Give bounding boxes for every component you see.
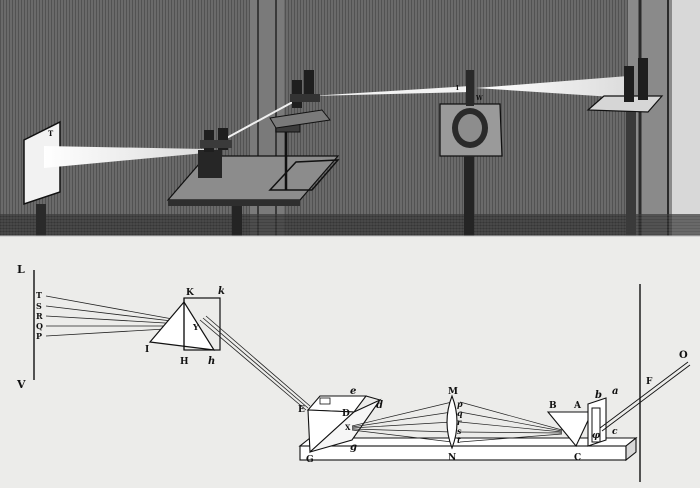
engraving-screen: T — [23, 120, 61, 236]
engraving-lens-label-1: I — [456, 85, 459, 92]
beam-to-screen — [44, 146, 205, 168]
rays-prism-to-lens — [351, 401, 453, 443]
label-q: q — [457, 408, 463, 418]
engraving-table-left — [166, 109, 340, 236]
label-D: D — [342, 409, 350, 419]
beam-lens-right — [310, 86, 470, 96]
label-K: K — [186, 288, 195, 298]
label-g: g — [350, 442, 357, 453]
label-c: c — [612, 427, 618, 437]
label-O: O — [679, 350, 688, 361]
label-T: T — [36, 290, 42, 300]
base-plank — [298, 436, 638, 462]
label-R: R — [36, 311, 43, 321]
label-H: H — [180, 357, 189, 367]
label-N: N — [448, 453, 456, 463]
label-M: M — [448, 387, 458, 397]
label-b: b — [595, 390, 602, 401]
engraving-screen-label: T — [48, 129, 54, 138]
engraving-window-shelf — [586, 58, 664, 236]
label-G: G — [306, 455, 314, 465]
engraving-room-scene: T — [0, 0, 700, 236]
beam-window — [476, 76, 628, 98]
label-P: P — [36, 331, 42, 341]
label-S: S — [36, 301, 42, 311]
label-I: I — [145, 345, 149, 355]
engraving-lens-label-2: W — [475, 95, 483, 102]
label-r: r — [457, 417, 462, 427]
label-t: t — [457, 435, 461, 445]
label-p: p — [457, 399, 463, 409]
lens-MN: M N p q r s t — [446, 387, 463, 463]
label-B: B — [549, 401, 557, 411]
label-k: k — [218, 286, 225, 297]
label-A: A — [573, 401, 582, 411]
first-prism: B A b a C φ c — [546, 386, 618, 463]
label-E: E — [298, 405, 305, 415]
label-X: X — [345, 423, 351, 432]
label-V: V — [16, 378, 26, 391]
engraving-prism-stand-middle — [290, 70, 320, 108]
label-Y: Y — [192, 322, 199, 332]
label-F: F — [646, 377, 653, 387]
sun-ray — [599, 361, 691, 432]
label-Q: Q — [36, 321, 43, 331]
beam-third-to-second — [199, 315, 311, 411]
label-phi: φ — [592, 431, 601, 441]
label-s: s — [457, 426, 462, 436]
rays-to-screen — [45, 295, 183, 337]
ray-diagram: L V T S R Q P K k Y I H h — [16, 263, 691, 482]
second-prism: K k Y I H h — [145, 286, 225, 367]
label-C: C — [574, 453, 581, 463]
label-d: d — [376, 400, 383, 411]
engraving-lens-stand: I W — [439, 70, 503, 236]
third-prism: E e D d X G g — [298, 386, 383, 465]
label-e: e — [350, 386, 356, 397]
label-h: h — [208, 356, 215, 367]
rays-lens-to-first-prism — [459, 401, 563, 443]
label-a: a — [612, 386, 618, 397]
label-L: L — [17, 263, 25, 276]
